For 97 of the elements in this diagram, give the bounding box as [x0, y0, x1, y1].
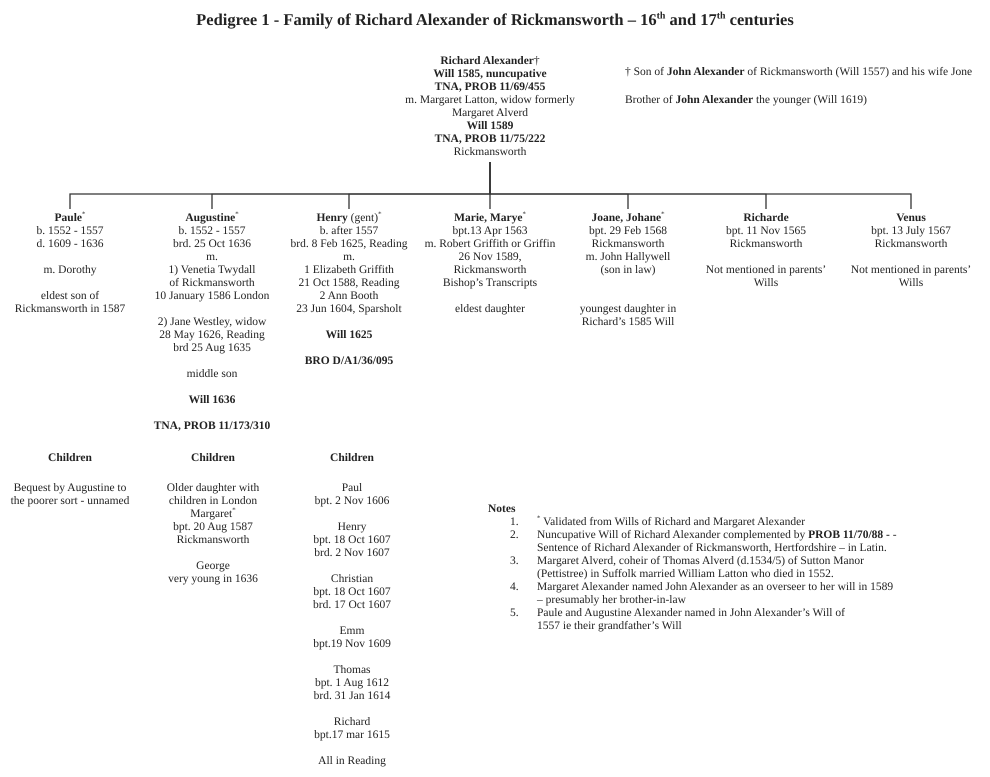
- note-number: 2.: [510, 529, 520, 542]
- child-record: Richard: [332, 716, 372, 729]
- record-text: m.: [205, 251, 219, 264]
- person-name: Richarde: [742, 212, 790, 225]
- person-name: Richard Alexander†: [439, 55, 541, 68]
- section-heading: Children: [190, 452, 236, 465]
- record-text: 1 Elizabeth Griffith: [303, 264, 395, 277]
- record-text: TNA, PROB 11/69/455: [434, 81, 546, 94]
- person-name: Marie, Marye$^{*}$: [453, 212, 527, 225]
- child-record: Emm: [338, 625, 366, 638]
- child-record: Christian: [330, 573, 374, 586]
- record-text: Not mentioned in parents’ Wills: [850, 264, 972, 290]
- child-record: Bequest by Augustine to the poorer sort - unnamed: [10, 482, 130, 508]
- record-text: 10 January 1586 London: [154, 290, 270, 303]
- record-text: Will 1636: [188, 394, 236, 407]
- note-text: Paule and Augustine Alexander named in John Alexander’s Will of 1557 ie their grandfather’s Will: [537, 607, 846, 633]
- record-text: Will 1585, nuncupative: [432, 68, 548, 81]
- record-text: Not mentioned in parents’ Wills: [704, 264, 828, 290]
- record-text: b. 1552 - 1557: [177, 225, 247, 238]
- note-number: 5.: [510, 607, 520, 620]
- child-record: very young in 1636: [167, 573, 259, 586]
- child-record: Older daughter with children in London: [166, 482, 260, 508]
- record-text: m. Margaret Latton, widow formerly Margaret Alverd: [405, 94, 575, 120]
- child-record: All in Reading: [317, 755, 387, 768]
- record-text: eldest daughter: [454, 303, 526, 316]
- child-record: Rickmansworth: [176, 534, 250, 547]
- note-text: Nuncupative Will of Richard Alexander complemented by PROB 11/70/88 - - Sentence of Richard Alexander of Rickmansworth, Hertfordshire – in Latin.: [537, 529, 897, 555]
- person-name: Paule$^{*}$: [54, 212, 86, 225]
- record-text: Will 1625: [324, 329, 374, 342]
- record-text: BRO D/A1/36/095: [304, 355, 394, 368]
- record-text: Rickmansworth: [728, 238, 804, 251]
- child-record: George: [195, 560, 231, 573]
- record-text: eldest son of Rickmansworth in 1587: [14, 290, 126, 316]
- note-text: Margaret Alexander named John Alexander as an overseer to her will in 1589 – presumably her brother-in-law: [537, 581, 894, 607]
- record-text: Bishop’s Transcripts: [442, 277, 538, 290]
- child-record: bpt.17 mar 1615: [313, 729, 391, 742]
- child-record: brd. 17 Oct 1607: [312, 599, 392, 612]
- note-text: $^{*}$ Validated from Wills of Richard and Margaret Alexander: [537, 516, 806, 529]
- record-text: brd. 8 Feb 1625, Reading: [290, 238, 408, 251]
- child-record: Henry: [336, 521, 368, 534]
- child-record: bpt. 20 Aug 1587: [172, 521, 254, 534]
- note-text: † Son of John Alexander of Rickmansworth (Will 1557) and his wife Jone: [625, 66, 974, 79]
- child-record: bpt. 1 Aug 1612: [314, 677, 390, 690]
- record-text: 28 May 1626, Reading: [158, 329, 266, 342]
- section-heading: Children: [329, 452, 375, 465]
- record-text: Rickmansworth: [874, 238, 948, 251]
- section-heading: Children: [47, 452, 93, 465]
- record-text: TNA, PROB 11/173/310: [152, 420, 272, 433]
- record-text: Rickmansworth: [452, 264, 528, 277]
- person-name: Venus: [895, 212, 927, 225]
- notes-heading: Notes: [488, 503, 516, 516]
- record-text: Rickmansworth: [452, 146, 528, 159]
- child-record: bpt. 2 Nov 1606: [314, 495, 390, 508]
- child-record: Paul: [340, 482, 364, 495]
- record-text: b. 1552 - 1557: [35, 225, 105, 238]
- family-tree-line: [489, 162, 912, 209]
- child-record: bpt. 18 Oct 1607: [312, 586, 392, 599]
- record-text: 21 Oct 1588, Reading: [298, 277, 400, 290]
- child-record: bpt. 18 Oct 1607: [312, 534, 392, 547]
- record-text: 1) Venetia Twydall: [168, 264, 256, 277]
- child-record: Margaret$^{*}$: [189, 508, 237, 521]
- record-text: m. John Hallywell: [584, 251, 672, 264]
- child-record: bpt.19 Nov 1609: [312, 638, 392, 651]
- record-text: Rickmansworth: [590, 238, 666, 251]
- record-text: 2) Jane Westley, widow: [156, 316, 268, 329]
- record-text: bpt.13 Apr 1563: [451, 225, 529, 238]
- record-text: b. after 1557: [318, 225, 380, 238]
- record-text: (son in law): [600, 264, 656, 277]
- record-text: of Rickmansworth: [168, 277, 256, 290]
- record-text: bpt. 11 Nov 1565: [724, 225, 808, 238]
- person-name: Joane, Johane$^{*}$: [590, 212, 666, 225]
- child-record: Thomas: [332, 664, 372, 677]
- record-text: TNA, PROB 11/75/222: [434, 133, 546, 146]
- child-record: brd. 2 Nov 1607: [313, 547, 391, 560]
- record-text: m. Robert Griffith or Griffin: [424, 238, 556, 251]
- child-record: brd. 31 Jan 1614: [312, 690, 392, 703]
- record-text: 26 Nov 1589,: [458, 251, 522, 264]
- record-text: m.: [342, 251, 356, 264]
- record-text: bpt. 13 July 1567: [870, 225, 952, 238]
- record-text: youngest daughter in Richard’s 1585 Will: [578, 303, 678, 329]
- note-text: Brother of John Alexander the younger (Will 1619): [625, 94, 868, 107]
- diagram-title: Pedigree 1 - Family of Richard Alexander of Rickmansworth – 16$^{th}$ and 17$^{th}$ centuries: [195, 10, 795, 30]
- note-number: 1.: [510, 516, 520, 529]
- note-number: 3.: [510, 555, 520, 568]
- person-name: Henry (gent)$^{*}$: [315, 212, 383, 225]
- note-number: 4.: [510, 581, 520, 594]
- note-text: Margaret Alverd, coheir of Thomas Alverd (d.1534/5) of Sutton Manor (Pettistree) in Suffolk married William Latton who died in 1552.: [537, 555, 865, 581]
- record-text: brd 25 Aug 1635: [172, 342, 252, 355]
- record-text: brd. 25 Oct 1636: [172, 238, 252, 251]
- record-text: middle son: [186, 368, 238, 381]
- record-text: 23 Jun 1604, Sparsholt: [295, 303, 403, 316]
- record-text: bpt. 29 Feb 1568: [588, 225, 668, 238]
- record-text: 2 Ann Booth: [318, 290, 380, 303]
- record-text: m. Dorothy: [42, 264, 98, 277]
- record-text: d. 1609 - 1636: [35, 238, 105, 251]
- record-text: Will 1589: [466, 120, 514, 133]
- person-name: Augustine$^{*}$: [184, 212, 240, 225]
